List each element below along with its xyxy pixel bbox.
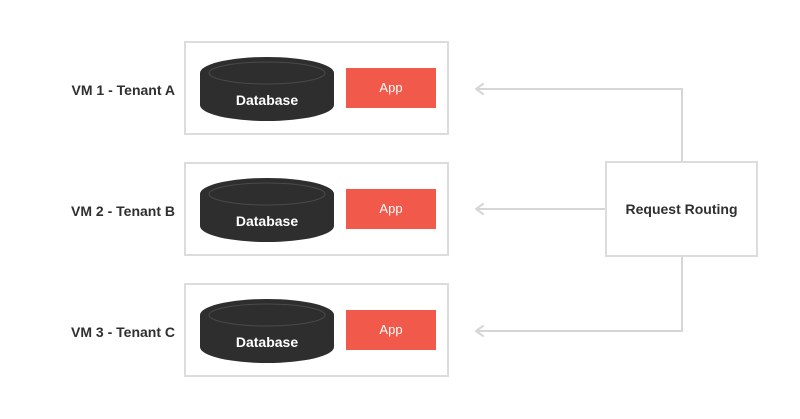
vm-label: VM 1 - Tenant A <box>71 82 175 98</box>
arrowhead-vm2 <box>475 203 484 215</box>
database-cylinder: Database <box>200 299 334 363</box>
vm-label: VM 3 - Tenant C <box>71 324 175 340</box>
request-routing-box: Request Routing <box>605 161 758 257</box>
database-cylinder: Database <box>200 178 334 242</box>
database-label: Database <box>235 92 299 108</box>
vm-box-3: Database App <box>184 283 449 377</box>
app-box: App <box>346 189 436 229</box>
arrowhead-vm3 <box>475 325 484 337</box>
vm-label: VM 2 - Tenant B <box>71 203 175 219</box>
arrowhead-vm1 <box>475 83 484 95</box>
database-label: Database <box>235 334 299 350</box>
connector-vm3 <box>478 257 683 332</box>
database-icon <box>200 57 334 121</box>
vm-box-1: Database App <box>184 41 449 135</box>
database-cylinder: Database <box>200 57 334 121</box>
database-label: Database <box>235 213 299 229</box>
app-box: App <box>346 310 436 350</box>
database-icon <box>200 178 334 242</box>
connector-vm1 <box>478 88 683 161</box>
request-routing-label: Request Routing <box>625 201 738 217</box>
app-box: App <box>346 68 436 108</box>
database-icon <box>200 299 334 363</box>
vm-box-2: Database App <box>184 162 449 256</box>
